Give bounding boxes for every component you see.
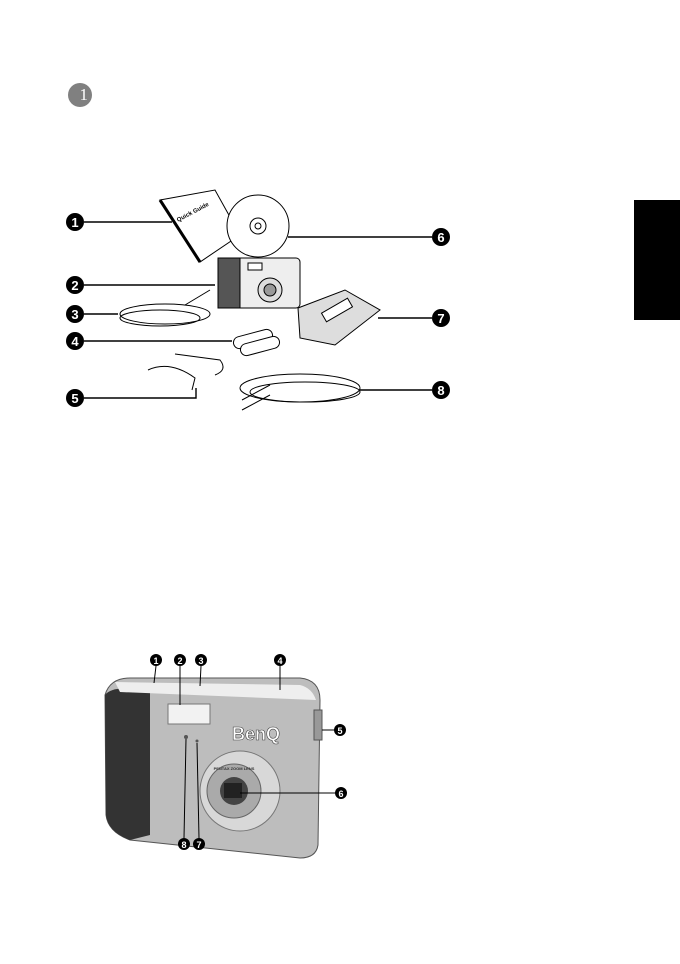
camera-callout-4: 4	[274, 654, 286, 666]
camera-front-figure: BenQ 1 2 3 4 5 6 7 8 PENTAX ZOOM LENS	[104, 654, 347, 859]
svg-text:7: 7	[196, 840, 201, 850]
chapter-tab	[634, 200, 680, 320]
svg-text:6: 6	[437, 230, 444, 245]
accessory-leader-lines	[84, 221, 432, 399]
batteries	[232, 328, 281, 357]
accessory-callouts: 1 2 3 4 5 6 7 8	[66, 213, 450, 407]
camera-callout-8: 8	[178, 838, 190, 850]
av-cable	[239, 373, 361, 411]
svg-text:3: 3	[198, 656, 203, 666]
callout-1: 1	[66, 213, 84, 231]
camera-pouch	[297, 289, 381, 346]
callout-5: 5	[66, 389, 84, 407]
svg-text:8: 8	[181, 840, 186, 850]
cd-disc	[226, 194, 290, 258]
camera-callout-1: 1	[150, 654, 162, 666]
camera-callout-7: 7	[193, 838, 205, 850]
svg-text:5: 5	[337, 726, 342, 736]
svg-text:1: 1	[71, 215, 78, 230]
svg-text:7: 7	[437, 311, 444, 326]
callout-2: 2	[66, 276, 84, 294]
camera-callout-5: 5	[334, 724, 346, 736]
camera-callout-3: 3	[195, 654, 207, 666]
flash	[167, 703, 211, 725]
camera-callout-2: 2	[174, 654, 186, 666]
section-number-icon: 1	[68, 83, 92, 107]
quick-guide-booklet: Quick Guide	[158, 189, 241, 263]
camera-brand: BenQ	[232, 724, 280, 744]
svg-text:6: 6	[338, 789, 343, 799]
callout-3: 3	[66, 305, 84, 323]
camera-callout-6: 6	[335, 787, 347, 799]
svg-text:8: 8	[437, 383, 444, 398]
callout-7: 7	[432, 309, 450, 327]
accessories-figure: Quick Guide	[84, 189, 432, 411]
svg-text:2: 2	[177, 656, 182, 666]
svg-text:2: 2	[71, 278, 78, 293]
svg-text:4: 4	[277, 656, 282, 666]
wrist-strap	[147, 353, 224, 391]
svg-text:3: 3	[71, 307, 78, 322]
callout-4: 4	[66, 332, 84, 350]
callout-6: 6	[432, 228, 450, 246]
camera-leader-lines	[153, 665, 335, 839]
camera-small	[217, 257, 301, 309]
lens-text: PENTAX ZOOM LENS	[214, 766, 255, 771]
callout-8: 8	[432, 381, 450, 399]
svg-text:4: 4	[71, 334, 79, 349]
usb-cable	[119, 289, 211, 327]
svg-text:5: 5	[71, 391, 78, 406]
svg-text:1: 1	[153, 656, 158, 666]
